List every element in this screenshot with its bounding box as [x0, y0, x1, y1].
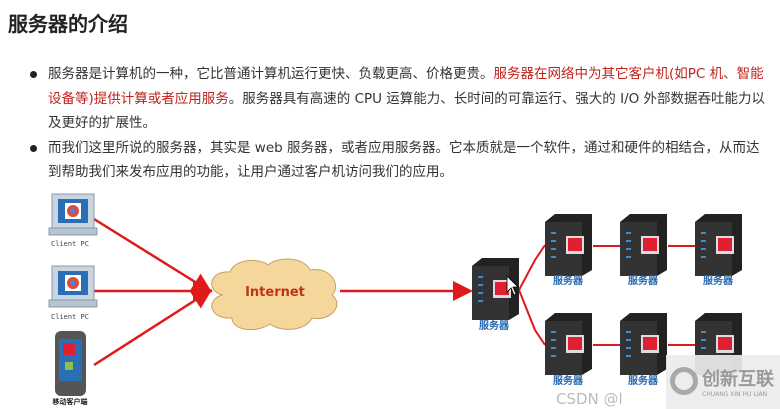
brand-name: 创新互联: [702, 369, 774, 390]
bullet-item: 而我们这里所说的服务器，其实是 web 服务器，或者应用服务器。它本质就是一个软…: [30, 136, 770, 185]
bullet-item: 服务器是计算机的一种，它比普通计算机运行更快、负载更高、价格更贵。服务器在网络中…: [30, 62, 770, 136]
brand-pinyin: CHUANG XIN HU LIAN: [702, 391, 768, 398]
internet-cloud-icon: [211, 258, 338, 331]
csdn-watermark: CSDN @l: [556, 390, 623, 408]
bullet-icon: [30, 71, 37, 78]
server-label: 服务器: [703, 274, 734, 287]
server-icon: [620, 214, 667, 276]
client-label: Client PC: [51, 313, 89, 321]
server-label: 服务器: [553, 374, 584, 387]
server-label: 服务器: [628, 274, 659, 287]
brand-logo-icon: [670, 367, 698, 395]
server-icon: [695, 214, 742, 276]
bullet-list: 服务器是计算机的一种，它比普通计算机运行更快、负载更高、价格更贵。服务器在网络中…: [30, 62, 770, 185]
client-pc-icon: [48, 265, 98, 308]
mouse-cursor-icon: [506, 275, 519, 296]
internet-label: Internet: [245, 285, 305, 300]
client-pc-icon: [48, 193, 98, 236]
server-label: 服务器: [628, 374, 659, 387]
server-icon: [545, 214, 592, 276]
server-icon: [545, 313, 592, 375]
client-label: Client PC: [51, 240, 89, 248]
bullet-icon: [30, 144, 37, 152]
bullet-text: 。服务器具有高速的 CPU 运算能力、长时间的可靠运行、强大的 I/O 外部数据…: [48, 90, 766, 132]
client-label: 移动客户端: [53, 397, 88, 406]
brand-watermark: 创新互联 CHUANG XIN HU LIAN: [666, 355, 780, 409]
page-title: 服务器的介绍: [8, 12, 128, 36]
mobile-phone-icon: [55, 331, 86, 396]
bullet-text: 服务器是计算机的一种，它比普通计算机运行更快、负载更高、价格更贵。: [48, 66, 494, 82]
bullet-highlight: 服务器在网络中为其它客户机(如PC 机、智能设备等)提供计算或者应用服务: [48, 66, 764, 107]
bullet-text: 而我们这里所说的服务器，其实是 web 服务器，或者应用服务器。它本质就是一个软…: [48, 139, 760, 181]
server-icon: [620, 313, 667, 375]
server-label: 服务器: [553, 274, 584, 287]
server-label: 服务器: [479, 319, 510, 332]
